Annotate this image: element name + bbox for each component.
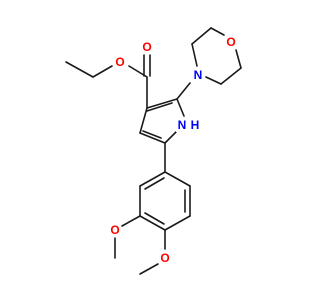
bond-ph-c6-c1-inner (144, 177, 165, 190)
atom-pyrrole-nh: N H (176, 118, 200, 132)
bond-c4-c3 (139, 107, 148, 134)
bond-morph-c3-c4 (220, 67, 242, 85)
bond-ph-c4-c5-inner (144, 212, 165, 225)
bond-c2-n1 (176, 98, 185, 117)
atom-morpholine-oxygen: O (224, 35, 238, 49)
bond-c2-c2-inner (146, 102, 173, 112)
bond-morph-c1-c2 (191, 27, 212, 45)
structure-diagram: O O N O N H O O (65, 27, 242, 275)
atom-ester-oxygen: O (113, 55, 127, 69)
bond-c5-c4-inner (142, 130, 162, 139)
bond-morph-o-c3 (235, 49, 242, 69)
carbonyl-oxygen-label: O (142, 40, 151, 54)
pyrrole-hydrogen-label: H (191, 118, 200, 132)
bond-ethyl-ch2-o (92, 65, 113, 78)
bonds (65, 27, 242, 275)
methoxy-upper-oxygen-label: O (110, 223, 119, 237)
bond-morph-c4-n (205, 76, 222, 85)
bond-ph-c1-c2 (164, 171, 191, 187)
atom-carbonyl-oxygen: O (140, 40, 154, 54)
atom-methoxy-oxygen-lower: O (158, 251, 172, 265)
bond-c5-c4 (139, 132, 166, 144)
bond-ph-c5-ome (121, 215, 141, 227)
bond-ethyl-ch3 (65, 61, 94, 78)
bond-ph-c4-c5 (139, 215, 166, 231)
bond-ph-c3-c4 (164, 215, 191, 231)
pyrrole-nitrogen-label: N (178, 118, 187, 132)
bond-c2-morph-n (176, 82, 191, 100)
bond-morph-n-c1 (191, 43, 198, 67)
morpholine-nitrogen-label: N (194, 68, 203, 82)
bond-n1-c5 (164, 131, 177, 144)
atom-morpholine-nitrogen: N (191, 68, 205, 82)
molecule-canvas: O O N O N H O O (65, 27, 242, 275)
morpholine-oxygen-label: O (226, 35, 235, 49)
bond-ph-c6-c1 (139, 171, 166, 187)
atom-labels: O O N O N H O O (108, 35, 238, 265)
bond-c3-c2 (146, 98, 178, 109)
atom-methoxy-oxygen-upper: O (108, 223, 122, 237)
methoxy-lower-oxygen-label: O (160, 251, 169, 265)
bond-ome-lower-ch3 (139, 263, 159, 275)
bond-morph-c2-o (210, 27, 225, 36)
ester-oxygen-label: O (115, 55, 124, 69)
